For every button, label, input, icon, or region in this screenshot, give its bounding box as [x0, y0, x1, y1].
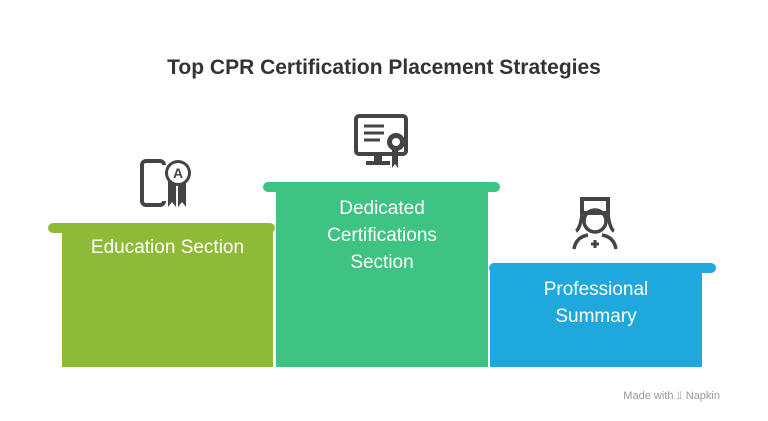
mobile-award-icon: A	[140, 159, 191, 207]
step-label: Education Section	[90, 237, 245, 258]
step-professional-summary: Professional Summary	[490, 268, 702, 367]
made-with-napkin: Made with ⫫ Napkin	[623, 390, 720, 403]
step-label: Professional Summary	[543, 279, 649, 327]
step-dedicated-certifications-section: Dedicated Certifications Section	[276, 187, 488, 367]
napkin-logo-icon: ⫫	[676, 390, 683, 402]
step-education-section: Education Section	[62, 228, 273, 367]
made-with-text: Made with	[623, 390, 674, 402]
diagram-title: Top CPR Certification Placement Strategi…	[167, 56, 601, 79]
step-label: Dedicated Certifications Section	[327, 198, 437, 273]
nurse-icon	[572, 197, 618, 250]
svg-text:A: A	[173, 165, 183, 181]
computer-certificate-icon	[354, 114, 408, 168]
napkin-brand: Napkin	[685, 390, 720, 402]
